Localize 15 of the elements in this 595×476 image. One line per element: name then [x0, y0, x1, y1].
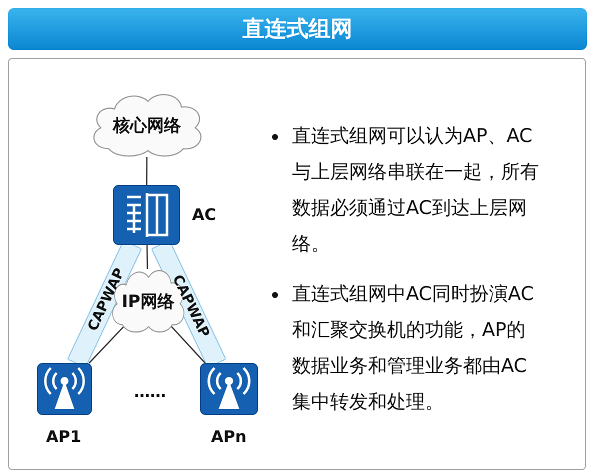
access-controller-icon — [113, 185, 180, 245]
network-label: IP网络 — [122, 292, 174, 312]
connection-line — [88, 325, 126, 364]
title-bar: 直连式组网 — [8, 8, 587, 50]
access-point-icon — [37, 363, 92, 415]
device-label: AP1 — [46, 427, 82, 446]
ellipsis: …… — [134, 382, 166, 401]
device-label: APn — [211, 427, 246, 446]
connection-line — [170, 325, 206, 364]
network-label: 核心网络 — [113, 114, 181, 136]
access-point-icon — [200, 363, 258, 415]
bullet-text: 直连式组网可以认为AP、AC与上层网络串联在一起，所有数据必须通过AC到达上层网络。 — [268, 118, 540, 262]
connection-line — [146, 244, 148, 270]
device-label: AC — [192, 205, 216, 224]
bullet-text: 直连式组网中AC同时扮演AC和汇聚交换机的功能，AP的数据业务和管理业务都由AC集中转发和处理。 — [268, 276, 540, 420]
